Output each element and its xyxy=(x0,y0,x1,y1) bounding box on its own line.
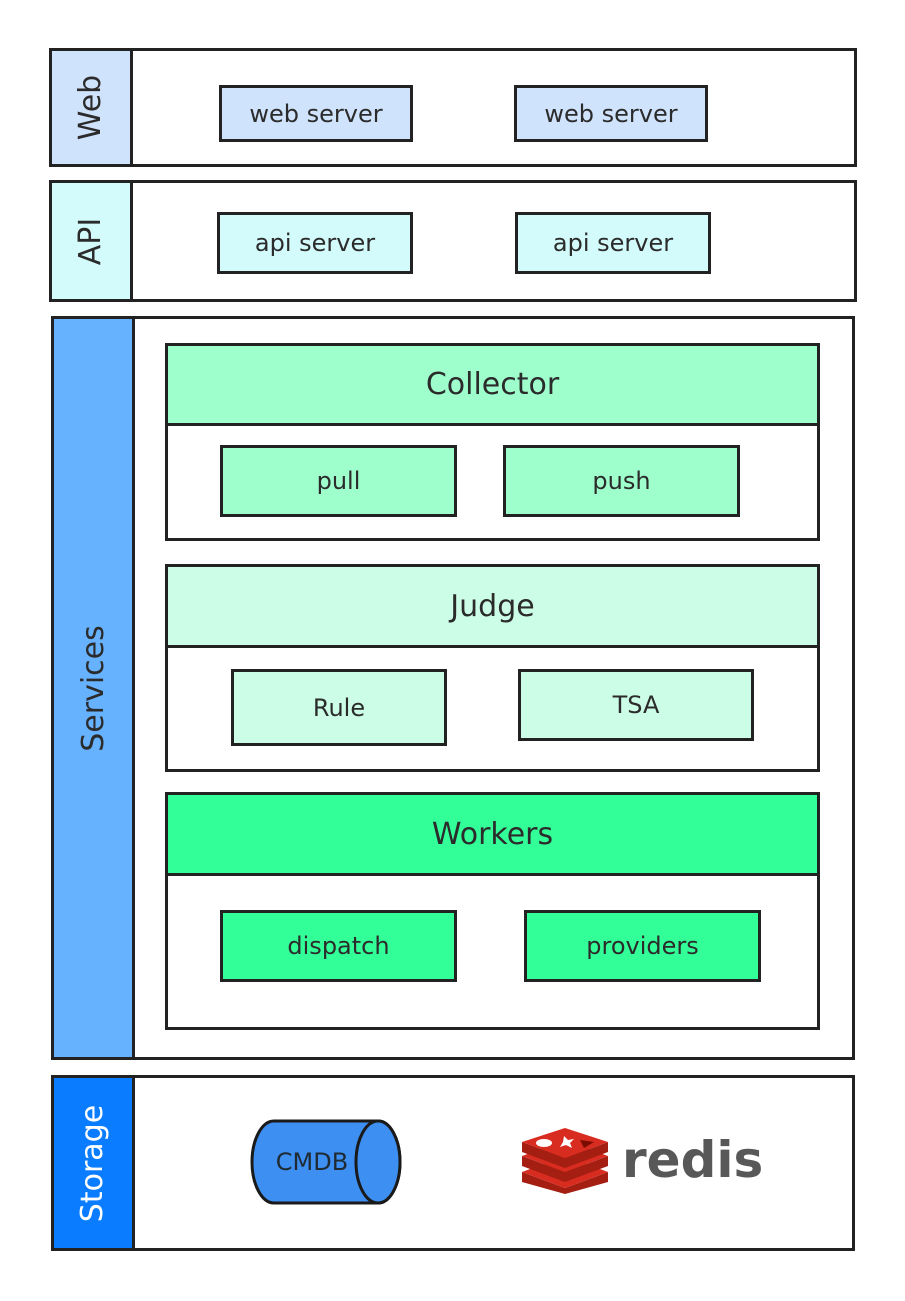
collector-group: Collector pull push xyxy=(165,343,820,541)
collector-pull-box: pull xyxy=(220,445,457,517)
redis-logo-text: redis xyxy=(622,1131,764,1189)
services-layer: Services Collector pull push Judge Rule … xyxy=(51,316,855,1060)
judge-group: Judge Rule TSA xyxy=(165,564,820,772)
services-layer-label: Services xyxy=(75,624,111,752)
api-layer-label: API xyxy=(73,217,109,265)
web-layer-label: Web xyxy=(73,74,109,141)
redis-cube-icon xyxy=(522,1128,608,1194)
judge-rule-box: Rule xyxy=(231,669,447,746)
storage-layer-tag: Storage xyxy=(54,1078,135,1248)
database-cylinder-icon xyxy=(250,1119,402,1205)
collector-push-box: push xyxy=(503,445,740,517)
judge-tsa-box: TSA xyxy=(518,669,754,741)
web-layer: Web web server web server xyxy=(49,48,857,167)
collector-header: Collector xyxy=(168,346,817,426)
storage-layer-label: Storage xyxy=(75,1104,111,1222)
redis-logo: redis xyxy=(520,1128,764,1198)
web-server-box: web server xyxy=(219,85,413,142)
api-server-box: api server xyxy=(515,212,711,274)
api-layer-tag: API xyxy=(52,183,133,299)
web-server-box: web server xyxy=(514,85,708,142)
workers-dispatch-box: dispatch xyxy=(220,910,457,982)
workers-group: Workers dispatch providers xyxy=(165,792,820,1030)
cmdb-label: CMDB xyxy=(275,1148,349,1176)
web-layer-tag: Web xyxy=(52,51,133,164)
api-layer: API api server api server xyxy=(49,180,857,302)
storage-layer: Storage CMDB redis xyxy=(51,1075,855,1251)
cmdb-database: CMDB xyxy=(247,1116,405,1208)
judge-header: Judge xyxy=(168,567,817,648)
services-layer-tag: Services xyxy=(54,319,135,1057)
workers-header: Workers xyxy=(168,795,817,876)
api-server-box: api server xyxy=(217,212,413,274)
workers-providers-box: providers xyxy=(524,910,761,982)
